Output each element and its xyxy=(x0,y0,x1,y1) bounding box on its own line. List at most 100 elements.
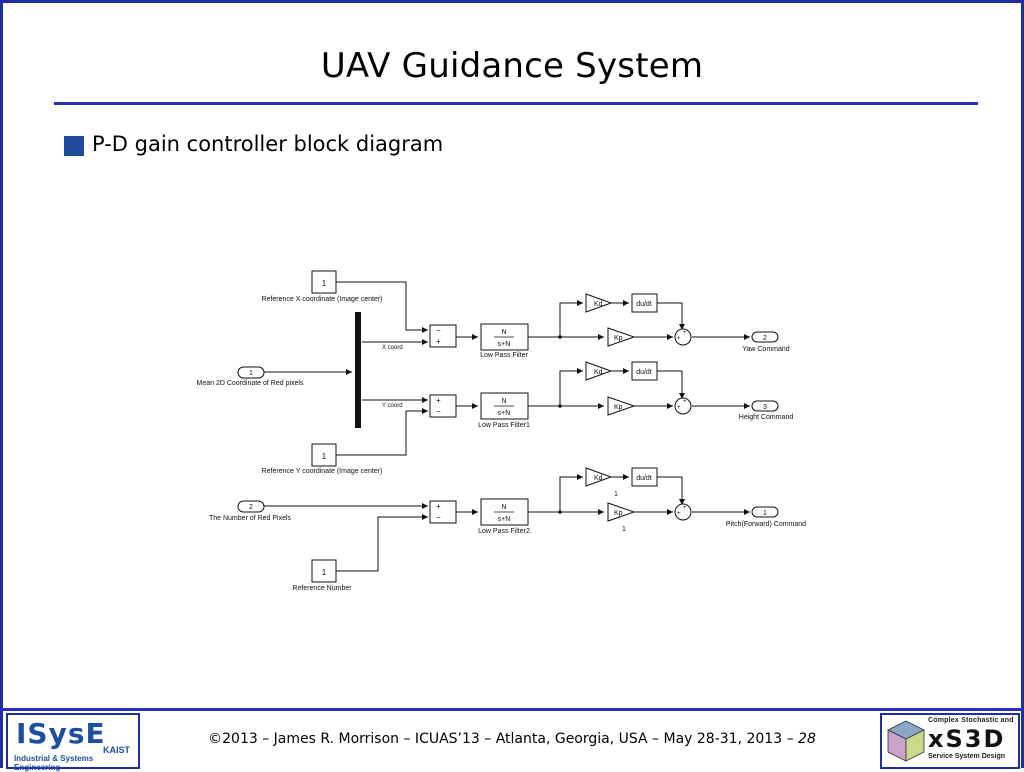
deriv-block-2: du/dt xyxy=(631,361,658,381)
add-block-3: + + xyxy=(674,503,692,521)
demux-x-label: X coord xyxy=(382,345,403,351)
svg-text:1: 1 xyxy=(322,568,327,577)
cube-icon xyxy=(887,720,925,762)
kd-gain-3: Kd xyxy=(585,467,613,487)
isyse-logo-text: ISysE xyxy=(16,717,106,750)
title-divider xyxy=(54,102,978,105)
deriv-block-3: du/dt xyxy=(631,467,658,487)
svg-text:−: − xyxy=(436,326,441,335)
ref-y-label: Reference Y coordinate (Image center) xyxy=(262,468,383,475)
slide-frame-top xyxy=(0,0,1024,3)
svg-text:+: + xyxy=(683,330,687,336)
footer-credit: ©2013 – James R. Morrison – ICUAS’13 – A… xyxy=(208,731,794,747)
svg-text:+: + xyxy=(436,396,441,405)
svg-text:+: + xyxy=(677,336,681,342)
ref-number-label: Reference Number xyxy=(292,585,352,592)
inport-num-red: 2 The Number of Red Pixels xyxy=(209,500,292,522)
low-pass-filter-2: N s+N Low Pass Filter1 xyxy=(478,392,530,429)
svg-text:s+N: s+N xyxy=(498,516,511,523)
pitch-label: Pitch(Forward) Command xyxy=(726,521,806,528)
mean2d-label: Mean 2D Coordinate of Red pixels xyxy=(196,380,304,387)
svg-text:+: + xyxy=(677,405,681,411)
svg-text:N: N xyxy=(501,329,506,336)
svg-text:1: 1 xyxy=(249,370,253,377)
bullet-text: P-D gain controller block diagram xyxy=(92,132,444,156)
svg-text:3: 3 xyxy=(763,404,767,411)
constant-ref-number: 1 Reference Number xyxy=(292,559,352,592)
outport-pitch: 1 Pitch(Forward) Command xyxy=(726,506,806,528)
demux-y-label: Y coord xyxy=(382,403,403,409)
sum-block-2: + − xyxy=(429,394,457,418)
svg-text:Low Pass Filter2: Low Pass Filter2 xyxy=(478,528,530,535)
svg-text:1: 1 xyxy=(322,452,327,461)
bullet-square-icon xyxy=(64,136,84,156)
kd3-annotation: 1 xyxy=(614,491,618,498)
svg-text:+: + xyxy=(436,502,441,511)
add-block-1: + + xyxy=(674,328,692,346)
slide-frame-left xyxy=(0,0,3,768)
svg-text:Low Pass Filter1: Low Pass Filter1 xyxy=(478,422,530,429)
svg-text:2: 2 xyxy=(249,504,253,511)
kp-gain-1: Kp xyxy=(607,327,636,347)
footer-divider xyxy=(0,708,1024,711)
svg-text:du/dt: du/dt xyxy=(636,475,652,482)
svg-text:1: 1 xyxy=(763,510,767,517)
kp3-annotation: 1 xyxy=(622,526,626,533)
outport-yaw: 2 Yaw Command xyxy=(742,331,790,353)
svg-text:2: 2 xyxy=(763,335,767,342)
slide-frame-right xyxy=(1021,0,1024,768)
kaist-logo-text: KAIST xyxy=(103,745,130,755)
svg-text:du/dt: du/dt xyxy=(636,301,652,308)
sum-block-3: + − xyxy=(429,500,457,524)
xs3d-line2: Service System Design xyxy=(928,753,1006,760)
height-label: Height Command xyxy=(739,414,794,421)
svg-text:−: − xyxy=(436,513,441,522)
signal-lines xyxy=(264,281,750,572)
yaw-label: Yaw Command xyxy=(742,346,789,353)
svg-text:s+N: s+N xyxy=(498,410,511,417)
svg-text:Kp: Kp xyxy=(614,510,623,517)
svg-text:Low Pass Filter: Low Pass Filter xyxy=(480,352,529,359)
sum-block-1: − + xyxy=(429,324,457,348)
num-red-label: The Number of Red Pixels xyxy=(209,515,292,522)
constant-ref-y: 1 Reference Y coordinate (Image center) xyxy=(262,443,383,475)
svg-text:+: + xyxy=(436,337,441,346)
outport-height: 3 Height Command xyxy=(739,400,794,421)
svg-text:Kd: Kd xyxy=(594,369,603,376)
page-number: 28 xyxy=(798,731,816,747)
constant-ref-x: 1 Reference X coordinate (Image center) xyxy=(261,270,383,303)
svg-text:Kp: Kp xyxy=(614,335,623,342)
svg-text:+: + xyxy=(683,399,687,405)
slide-title: UAV Guidance System xyxy=(320,46,704,86)
ref-x-label: Reference X coordinate (Image center) xyxy=(261,296,382,303)
kd-gain-2: Kd xyxy=(585,361,613,381)
inport-mean2d: 1 Mean 2D Coordinate of Red pixels xyxy=(196,366,304,387)
svg-text:Kp: Kp xyxy=(614,404,623,411)
kp-gain-2: Kp xyxy=(607,396,636,416)
svg-text:+: + xyxy=(683,505,687,511)
footer-text: ©2013 – James R. Morrison – ICUAS’13 – A… xyxy=(0,731,1024,747)
xs3d-logo-text: xS3D xyxy=(928,725,1006,753)
svg-text:du/dt: du/dt xyxy=(636,369,652,376)
low-pass-filter-3: N s+N Low Pass Filter2 xyxy=(478,498,530,535)
svg-text:Kd: Kd xyxy=(594,301,603,308)
xs3d-line1: Complex Stochastic and xyxy=(928,717,1014,724)
deriv-block-1: du/dt xyxy=(631,293,658,313)
xs3d-logo: Complex Stochastic and xS3D Service Syst… xyxy=(880,713,1020,769)
add-block-2: + + xyxy=(674,397,692,415)
isyse-logo-subtitle: Industrial & Systems Engineering xyxy=(14,754,94,772)
kd-gain-1: Kd xyxy=(585,293,613,313)
demux-block: X coord Y coord xyxy=(355,312,403,428)
low-pass-filter-1: N s+N Low Pass Filter xyxy=(480,323,529,359)
branch-points xyxy=(558,335,562,514)
kp-gain-3: Kp xyxy=(607,502,636,522)
svg-text:+: + xyxy=(677,511,681,517)
svg-text:N: N xyxy=(501,398,506,405)
svg-text:N: N xyxy=(501,504,506,511)
svg-text:1: 1 xyxy=(322,279,327,288)
svg-text:−: − xyxy=(436,407,441,416)
svg-text:Kd: Kd xyxy=(594,475,603,482)
svg-text:s+N: s+N xyxy=(498,341,511,348)
